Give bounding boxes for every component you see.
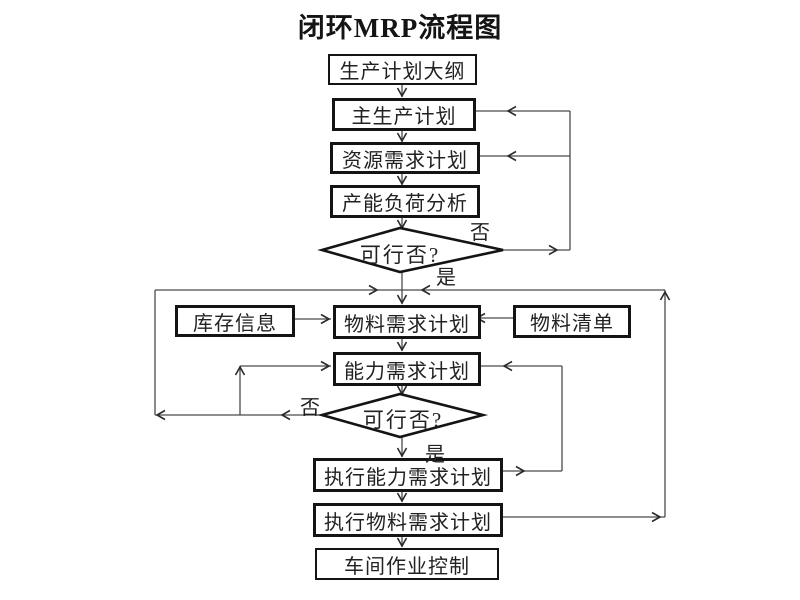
node-material-requirement-plan: 物料需求计划 xyxy=(333,305,481,339)
node-shop-floor-control: 车间作业控制 xyxy=(315,548,499,580)
node-master-production-schedule: 主生产计划 xyxy=(332,98,476,131)
node-resource-requirement-plan: 资源需求计划 xyxy=(330,142,480,174)
node-capacity-load-analysis: 产能负荷分析 xyxy=(330,185,480,218)
node-execute-capacity-plan: 执行能力需求计划 xyxy=(313,458,503,492)
node-bill-of-materials: 物料清单 xyxy=(513,305,631,338)
branch-label-no-1: 否 xyxy=(470,222,490,244)
node-capacity-requirement-plan: 能力需求计划 xyxy=(333,352,481,386)
decision-diamond-2 xyxy=(317,392,489,439)
decision-label-feasible-1: 可行否? xyxy=(359,243,441,267)
branch-label-yes-1: 是 xyxy=(436,267,456,289)
branch-label-yes-2: 是 xyxy=(425,444,445,466)
decision-diamond-1 xyxy=(317,226,504,274)
node-execute-material-plan: 执行物料需求计划 xyxy=(313,503,503,537)
branch-label-no-2: 否 xyxy=(300,397,320,419)
page-title: 闭环MRP流程图 xyxy=(297,13,503,43)
node-inventory-info: 库存信息 xyxy=(175,305,295,337)
node-production-plan-outline: 生产计划大纲 xyxy=(328,54,477,85)
decision-label-feasible-2: 可行否? xyxy=(362,408,444,432)
